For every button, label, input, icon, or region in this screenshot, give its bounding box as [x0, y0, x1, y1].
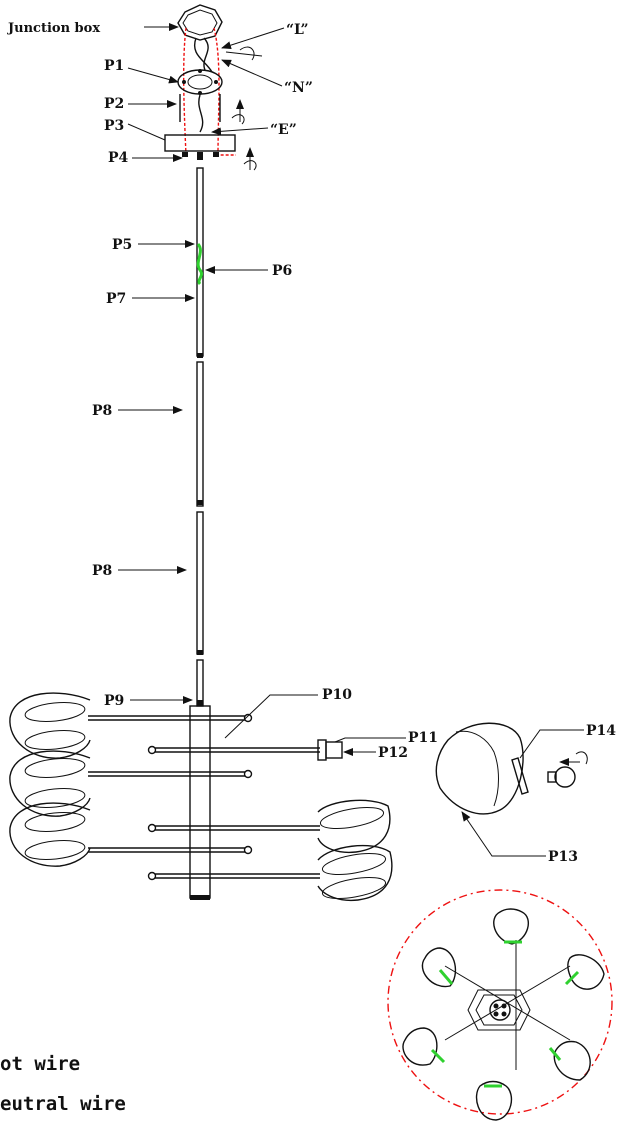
glass-shades-left [9, 692, 91, 867]
label-p8-lower: P8 [92, 563, 112, 579]
rotate-arrow-icon [225, 46, 263, 171]
leader-lines [118, 23, 584, 857]
label-p4: P4 [108, 150, 129, 166]
nuts-p4 [182, 152, 219, 160]
junction-box [177, 4, 223, 41]
label-e: “E” [270, 122, 297, 138]
glass-shade-p13 [435, 722, 524, 815]
chain-cover-p6 [196, 243, 204, 286]
label-p6: P6 [272, 263, 292, 279]
center-body [189, 705, 211, 900]
clip-p14 [511, 757, 529, 795]
bulb-icon [547, 751, 588, 788]
label-p10: P10 [322, 687, 352, 703]
legend-hot-wire: ot wire [0, 1053, 80, 1075]
legend-neutral-wire: eutral wire [0, 1093, 126, 1115]
glass-shades-right [317, 799, 393, 902]
screws-p2 [179, 94, 221, 133]
label-p3: P3 [104, 118, 124, 134]
label-p9: P9 [104, 693, 124, 709]
junction-box-label: Junction box [7, 21, 100, 36]
label-p8-upper: P8 [92, 403, 112, 419]
top-view-diagram [387, 889, 613, 1121]
label-p12: P12 [378, 745, 408, 761]
arms-p10 [88, 713, 320, 881]
label-p5: P5 [112, 237, 132, 253]
wire-bundle [182, 27, 236, 156]
socket-p11 [317, 739, 343, 761]
label-p2: P2 [104, 96, 124, 112]
label-l: “L” [286, 22, 309, 38]
label-p14: P14 [586, 723, 616, 739]
canopy-p3 [164, 134, 236, 152]
label-p1: P1 [104, 58, 124, 74]
label-p11: P11 [408, 730, 438, 746]
label-p7: P7 [106, 291, 126, 307]
label-p13: P13 [548, 849, 578, 865]
mounting-plate-p1 [177, 69, 223, 95]
label-n: “N” [284, 80, 313, 96]
